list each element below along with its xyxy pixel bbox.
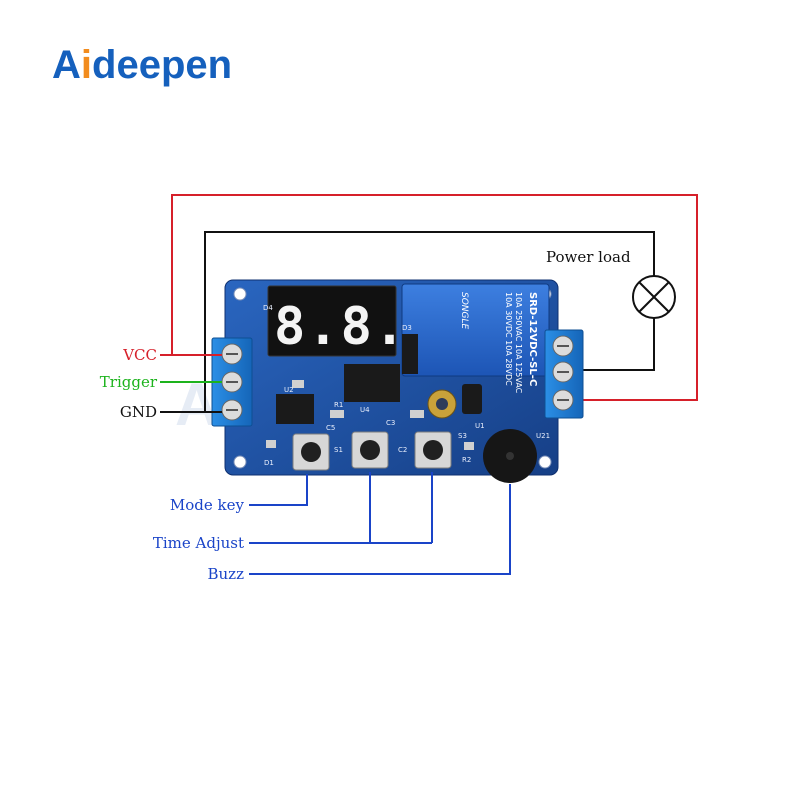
silk-d3: D3 — [402, 324, 412, 332]
mount-hole-tl — [233, 287, 247, 301]
relay-rating-dc: 10A 30VDC 10A 28VDC — [504, 292, 513, 386]
smd-pad-2 — [410, 410, 424, 418]
terminal-screw-trigger — [221, 371, 243, 393]
transistor — [462, 384, 482, 414]
terminal-screw-nc — [552, 335, 574, 357]
mode-key-label: Mode key — [170, 496, 245, 514]
lamp-symbol — [632, 275, 676, 319]
mount-hole-bl — [233, 455, 247, 469]
silk-u1: U1 — [475, 422, 485, 430]
trigger-label: Trigger — [100, 373, 158, 391]
ic-u2 — [276, 394, 314, 424]
silk-r2: R2 — [462, 456, 471, 464]
time-adjust-button-2[interactable] — [414, 431, 452, 469]
buzzer — [483, 429, 537, 483]
silk-u4: U4 — [360, 406, 370, 414]
terminal-screw-gnd — [221, 399, 243, 421]
logo-letter-i: i — [81, 43, 92, 87]
logo-letter-a: A — [52, 43, 81, 87]
mode-key-callout — [249, 474, 308, 506]
terminal-screw-com — [552, 361, 574, 383]
gnd-label: GND — [120, 403, 157, 421]
ic-u4 — [344, 364, 400, 402]
vcc-label: VCC — [122, 346, 157, 364]
silk-d4: D4 — [263, 304, 273, 312]
relay-model: SRD-12VDC-SL-C — [527, 292, 538, 386]
seven-seg-display — [267, 285, 397, 357]
silk-s3: S3 — [458, 432, 467, 440]
smd-pad-5 — [464, 442, 474, 450]
output-terminal-block — [544, 329, 584, 419]
relay-brand: SONGLE — [459, 292, 469, 330]
gnd-loop-wire — [204, 231, 655, 412]
mode-key-button[interactable] — [292, 433, 330, 471]
terminal-screw-vcc — [221, 343, 243, 365]
load-return-wire — [575, 318, 655, 371]
mount-hole-br — [538, 455, 552, 469]
silk-r1: R1 — [334, 401, 343, 409]
power-load-label: Power load — [546, 248, 631, 266]
time-adjust-label: Time Adjust — [153, 534, 244, 552]
relay-rating-ac: 10A 250VAC 10A 125VAC — [514, 292, 523, 394]
relay-board: 8.8.8. SRD-12VDC-SL-C 10A 250VAC 10A 125… — [211, 279, 584, 483]
silk-c3: C3 — [386, 419, 395, 427]
terminal-screw-no — [552, 389, 574, 411]
silk-d1: D1 — [264, 459, 274, 467]
svg-text:Aideepen: Aideepen — [52, 43, 232, 87]
relay — [401, 283, 550, 377]
vcc-wire — [171, 194, 698, 401]
silk-u21: U21 — [536, 432, 550, 440]
brand-logo: Aideepen — [52, 43, 232, 87]
silk-c5: C5 — [326, 424, 335, 432]
diode-d3 — [402, 334, 418, 374]
smd-pad-4 — [266, 440, 276, 448]
time-adjust-button-1[interactable] — [351, 431, 389, 469]
silk-s1: S1 — [334, 446, 343, 454]
silk-s2: C2 — [398, 446, 407, 454]
buzz-label: Buzz — [208, 565, 245, 583]
smd-pad-1 — [330, 410, 344, 418]
silk-u2: U2 — [284, 386, 294, 394]
relay-markings: SRD-12VDC-SL-C 10A 250VAC 10A 125VAC 10A… — [459, 292, 538, 394]
logo-rest: deepen — [92, 43, 232, 87]
smd-pad-3 — [292, 380, 304, 388]
buzz-callout — [249, 484, 511, 575]
